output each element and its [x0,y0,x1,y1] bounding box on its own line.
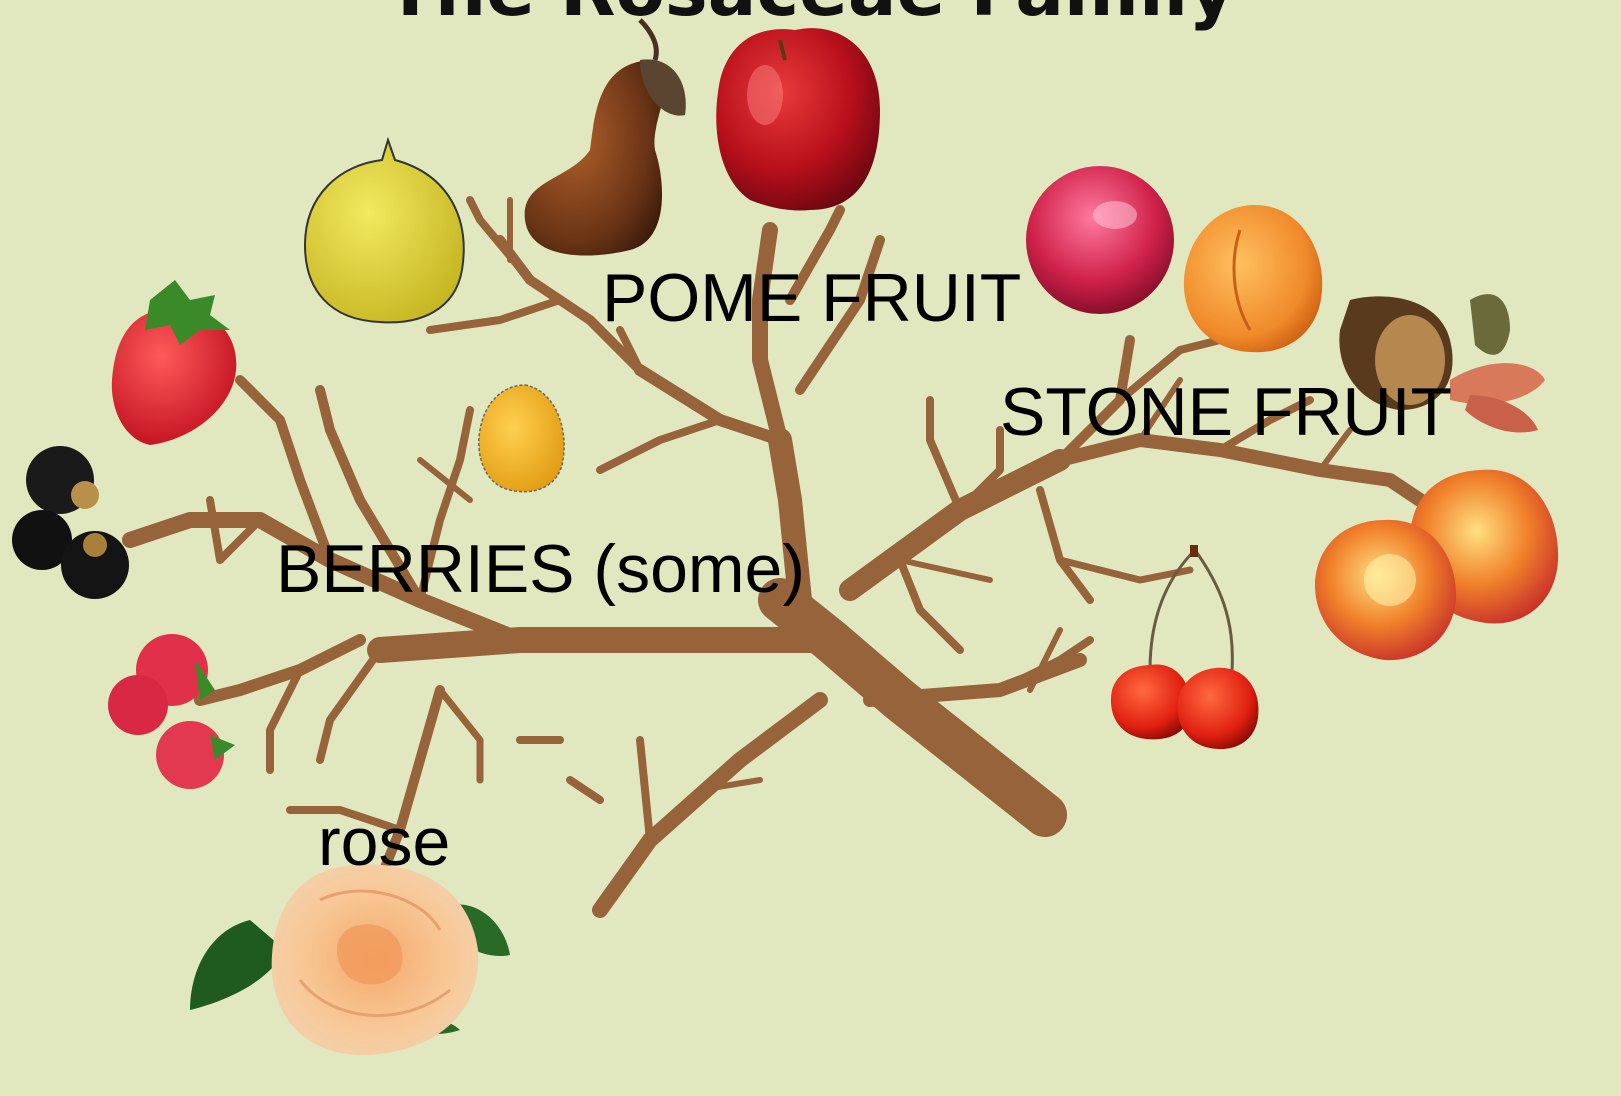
quince-image [305,140,464,322]
plum-image [1026,166,1174,314]
apricot-image [1184,205,1322,352]
rose-image [190,864,510,1055]
label-stone-fruit: STONE FRUIT [1000,378,1452,446]
blackberry-image [12,446,129,599]
label-pome-fruit: POME FRUIT [602,264,1021,332]
label-rose: rose [318,808,450,876]
strawberry-image [112,280,236,445]
raspberry-image [108,634,235,789]
label-berries: BERRIES (some) [276,535,805,603]
peach-image [1315,470,1558,661]
pear-image [525,20,686,256]
apple-image [716,28,880,210]
loquat-image [479,385,564,492]
